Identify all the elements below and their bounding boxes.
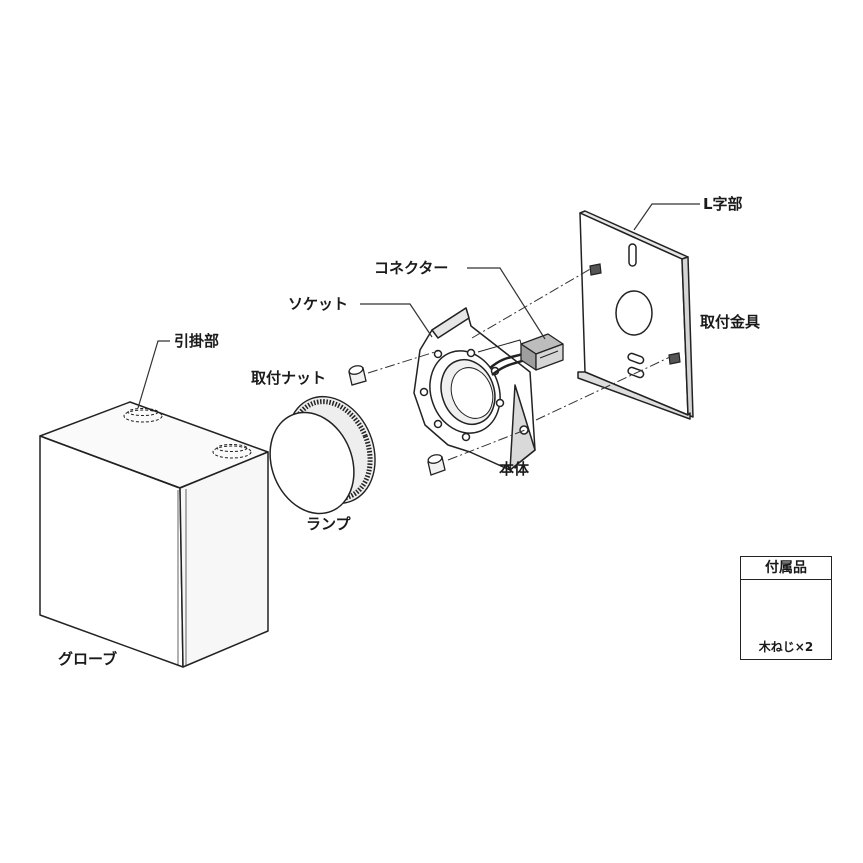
label-l-bracket: L字部 (703, 195, 743, 213)
label-hook: 引掛部 (174, 332, 220, 350)
accessories-box: 付属品 木ねじ×2 (740, 556, 832, 660)
label-body: 本体 (499, 460, 530, 478)
mounting-nut-upper (348, 365, 367, 386)
lamp (269, 395, 376, 515)
label-lamp: ランプ (306, 515, 351, 533)
label-socket: ソケット (288, 295, 349, 313)
mounting-bracket (577, 210, 694, 420)
leader-lines (137, 203, 700, 409)
hook-openings (123, 408, 252, 459)
body (413, 307, 536, 471)
label-mounting-bracket: 取付金具 (700, 313, 761, 331)
label-connector: コネクター (374, 259, 449, 277)
label-mounting-nut: 取付ナット (251, 369, 327, 387)
assembly-axis-lines (367, 267, 671, 461)
mounting-nut-lower (427, 454, 446, 476)
globe (39, 401, 269, 668)
connector (489, 333, 564, 376)
accessories-title: 付属品 (741, 557, 831, 580)
label-globe: グローブ (58, 650, 118, 668)
accessories-caption: 木ねじ×2 (758, 640, 814, 654)
bracket-screws (589, 263, 681, 365)
